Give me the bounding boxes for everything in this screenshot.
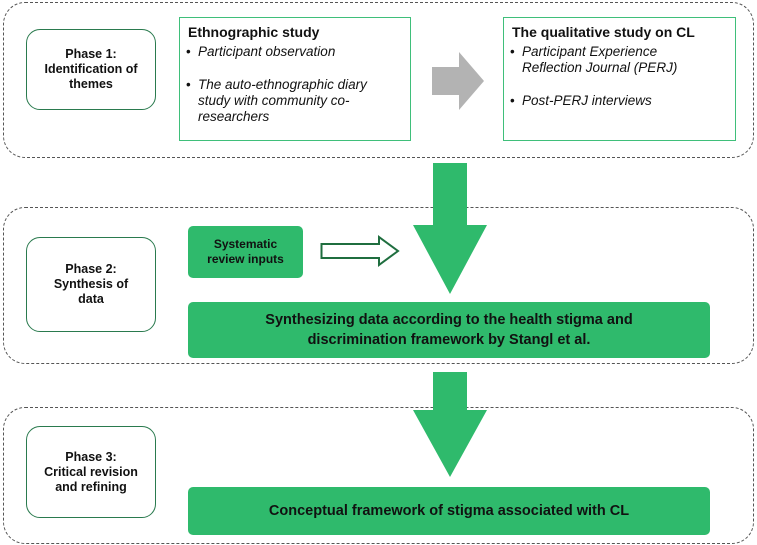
conceptual-framework-label: Conceptual framework of stigma associate…: [269, 501, 629, 521]
down-arrow-green-icon: [413, 163, 487, 294]
list-item-line: study with community co-: [198, 93, 350, 108]
phase-2-label-box: Phase 2: Synthesis of data: [26, 237, 156, 332]
list-item: • Participant Experience Reflection Jour…: [510, 44, 677, 76]
list-item-line: Participant observation: [198, 44, 336, 59]
list-item: • Participant observation: [186, 44, 367, 60]
phase-3-label-line: Critical revision: [44, 464, 138, 479]
conceptual-framework-line: Conceptual framework of stigma associate…: [268, 503, 630, 519]
bullet-icon: •: [186, 44, 191, 59]
list-item: • Post-PERJ interviews: [510, 93, 677, 109]
ethnographic-study-box: Ethnographic study • Participant observa…: [179, 17, 411, 141]
phase-1-label-line: themes: [69, 77, 113, 91]
qualitative-study-title: The qualitative study on CL: [512, 24, 695, 40]
phase-1-label: Phase 1: Identification of themes: [44, 47, 137, 92]
right-arrow-gray-icon: [432, 52, 484, 110]
synthesis-box: Synthesizing data according to the healt…: [188, 302, 710, 358]
systematic-review-line: Systematic: [213, 237, 278, 251]
bullet-icon: •: [510, 44, 515, 59]
list-item: • The auto-ethnographic diary study with…: [186, 77, 367, 125]
qualitative-study-list: • Participant Experience Reflection Jour…: [510, 44, 677, 126]
right-arrow-outline-icon: [320, 235, 400, 267]
list-item-line: The auto-ethnographic diary: [198, 77, 367, 92]
list-item-line: researchers: [198, 109, 270, 124]
phase-3-label-line: Phase 3:: [65, 449, 117, 464]
phase-3-label: Phase 3: Critical revision and refining: [44, 450, 138, 495]
bullet-icon: •: [510, 93, 515, 108]
phase-3-label-line: and refining: [55, 479, 127, 494]
list-item-line: Participant Experience: [522, 44, 658, 59]
phase-2-label-line: data: [78, 292, 104, 306]
systematic-review-box: Systematic review inputs: [188, 226, 303, 278]
systematic-review-label: Systematic review inputs: [207, 237, 284, 267]
list-item-line: Post-PERJ interviews: [522, 93, 652, 108]
phase-2-label: Phase 2: Synthesis of data: [54, 262, 128, 307]
synthesis-label: Synthesizing data according to the healt…: [265, 310, 632, 350]
phase-1-label-line: Identification of: [44, 62, 138, 76]
synthesis-line: Synthesizing data according to the healt…: [265, 312, 633, 328]
systematic-review-line: review inputs: [207, 252, 284, 266]
list-item-line: Reflection Journal (PERJ): [522, 60, 678, 75]
down-arrow-green-icon: [413, 372, 487, 477]
phase-1-label-line: Phase 1:: [65, 47, 117, 61]
qualitative-study-box: The qualitative study on CL • Participan…: [503, 17, 736, 141]
conceptual-framework-box: Conceptual framework of stigma associate…: [188, 487, 710, 535]
synthesis-line: discrimination framework by Stangl et al…: [307, 332, 591, 348]
ethnographic-study-title: Ethnographic study: [188, 24, 320, 40]
phase-3-label-box: Phase 3: Critical revision and refining: [26, 426, 156, 518]
phase-2-label-line: Synthesis of: [53, 277, 129, 291]
phase-2-label-line: Phase 2:: [65, 262, 117, 276]
bullet-icon: •: [186, 77, 191, 92]
phase-1-label-box: Phase 1: Identification of themes: [26, 29, 156, 110]
ethnographic-study-list: • Participant observation • The auto-eth…: [186, 44, 367, 142]
